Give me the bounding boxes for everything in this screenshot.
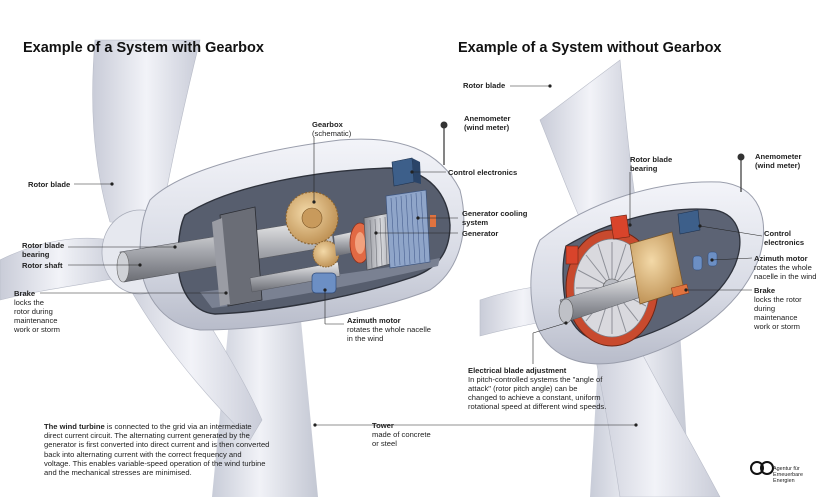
right-label-brake-desc: locks the rotor during maintenance work … — [754, 295, 802, 331]
right-label-brake: Brake locks the rotor during maintenance… — [754, 286, 808, 331]
left-turbine — [0, 39, 465, 497]
right-lower-blade — [589, 329, 721, 497]
left-label-rotor-blade-text: Rotor blade — [28, 180, 71, 189]
right-label-rotor-blade-bearing: Rotor blade bearing — [630, 155, 680, 173]
right-title: Example of a System without Gearbox — [458, 40, 722, 56]
left-label-control-electronics-text: Control electronics — [448, 168, 518, 177]
left-label-rotor-blade-bearing: Rotor blade bearing — [22, 241, 68, 259]
right-label-electrical-title: Electrical blade adjustment — [468, 366, 567, 375]
right-label-tower-desc: made of concrete or steel — [372, 430, 431, 448]
right-label-azimuth: Azimuth motor rotates the whole nacelle … — [754, 254, 820, 281]
left-label-rotor-shaft: Rotor shaft — [22, 261, 63, 270]
right-label-brake-title: Brake — [754, 286, 776, 295]
right-label-anemometer-sub: (wind meter) — [755, 161, 801, 170]
left-generator-rotor-inner — [355, 232, 365, 254]
left-label-azimuth-title: Azimuth motor — [347, 316, 401, 325]
right-label-anemometer-title: Anemometer — [755, 152, 802, 161]
left-brake-housing-face — [212, 218, 230, 306]
aee-logo — [750, 461, 774, 475]
right-azimuth-motor — [692, 255, 703, 271]
left-label-gearbox: Gearbox (schematic) — [312, 120, 351, 138]
left-label-rotor-shaft-text: Rotor shaft — [22, 261, 63, 270]
right-label-electrical-adjustment: Electrical blade adjustment In pitch-con… — [468, 366, 608, 411]
left-label-generator-cooling-text: Generator cooling system — [462, 209, 528, 227]
left-label-brake-desc: locks the rotor during maintenance work … — [14, 298, 60, 334]
right-label-rotor-blade: Rotor blade — [463, 81, 505, 90]
right-rotor-blade-bearing-2 — [565, 245, 579, 265]
bottom-description: The wind turbine is connected to the gri… — [44, 422, 270, 477]
left-control-electronics-side — [412, 158, 421, 184]
left-label-generator-cooling: Generator cooling system — [462, 209, 532, 227]
left-cooling-fins — [390, 191, 426, 267]
logo-text: Agentur für Erneuerbare Energien — [773, 466, 803, 484]
left-label-anemometer: Anemometer (wind meter) — [464, 114, 510, 132]
left-shaft-cap — [116, 251, 130, 283]
left-label-rotor-blade: Rotor blade — [28, 180, 70, 189]
right-label-control-electronics-text: Control electronics — [764, 229, 805, 247]
left-label-gearbox-title: Gearbox — [312, 120, 343, 129]
left-label-azimuth: Azimuth motor rotates the whole nacelle … — [347, 316, 433, 343]
right-label-tower: Tower made of concrete or steel — [372, 421, 432, 448]
left-label-anemometer-title: Anemometer — [464, 114, 511, 123]
right-label-electrical-desc: In pitch-controlled systems the "angle o… — [468, 375, 607, 411]
left-title: Example of a System with Gearbox — [23, 40, 264, 56]
bottom-description-lead: The wind turbine — [44, 422, 105, 431]
left-secondary-shaft — [249, 261, 341, 293]
left-tower — [212, 310, 318, 497]
right-label-rotor-blade-bearing-text: Rotor blade bearing — [630, 155, 673, 173]
right-label-azimuth-desc: rotates the whole nacelle in the wind — [754, 263, 817, 281]
right-shaft-cap — [558, 298, 574, 324]
bottom-description-rest: is connected to the grid via an intermed… — [44, 422, 270, 478]
right-label-rotor-blade-text: Rotor blade — [463, 81, 506, 90]
left-label-brake: Brake locks the rotor during maintenance… — [14, 289, 60, 334]
right-turbine — [479, 59, 765, 497]
left-label-anemometer-sub: (wind meter) — [464, 123, 510, 132]
right-anemometer-head — [737, 153, 745, 161]
left-label-brake-title: Brake — [14, 289, 36, 298]
left-azimuth-motor — [311, 272, 337, 294]
right-label-tower-title: Tower — [372, 421, 394, 430]
left-generator-terminal — [430, 215, 436, 227]
right-brake — [670, 283, 690, 298]
right-label-azimuth-title: Azimuth motor — [754, 254, 808, 263]
right-control-electronics — [677, 209, 701, 235]
left-label-azimuth-desc: rotates the whole nacelle in the wind — [347, 325, 432, 343]
right-label-anemometer: Anemometer (wind meter) — [755, 152, 801, 170]
left-label-generator: Generator — [462, 229, 498, 238]
left-label-rotor-blade-bearing-text: Rotor blade bearing — [22, 241, 65, 259]
left-anemometer-head — [440, 121, 448, 129]
left-gear-large-hub — [301, 207, 323, 229]
right-rotor-blade-bearing — [610, 214, 630, 240]
left-label-control-electronics: Control electronics — [448, 168, 517, 177]
right-label-control-electronics: Control electronics — [764, 229, 814, 247]
left-label-generator-text: Generator — [462, 229, 499, 238]
leader-lines — [40, 84, 763, 427]
left-label-gearbox-sub: (schematic) — [312, 129, 352, 138]
